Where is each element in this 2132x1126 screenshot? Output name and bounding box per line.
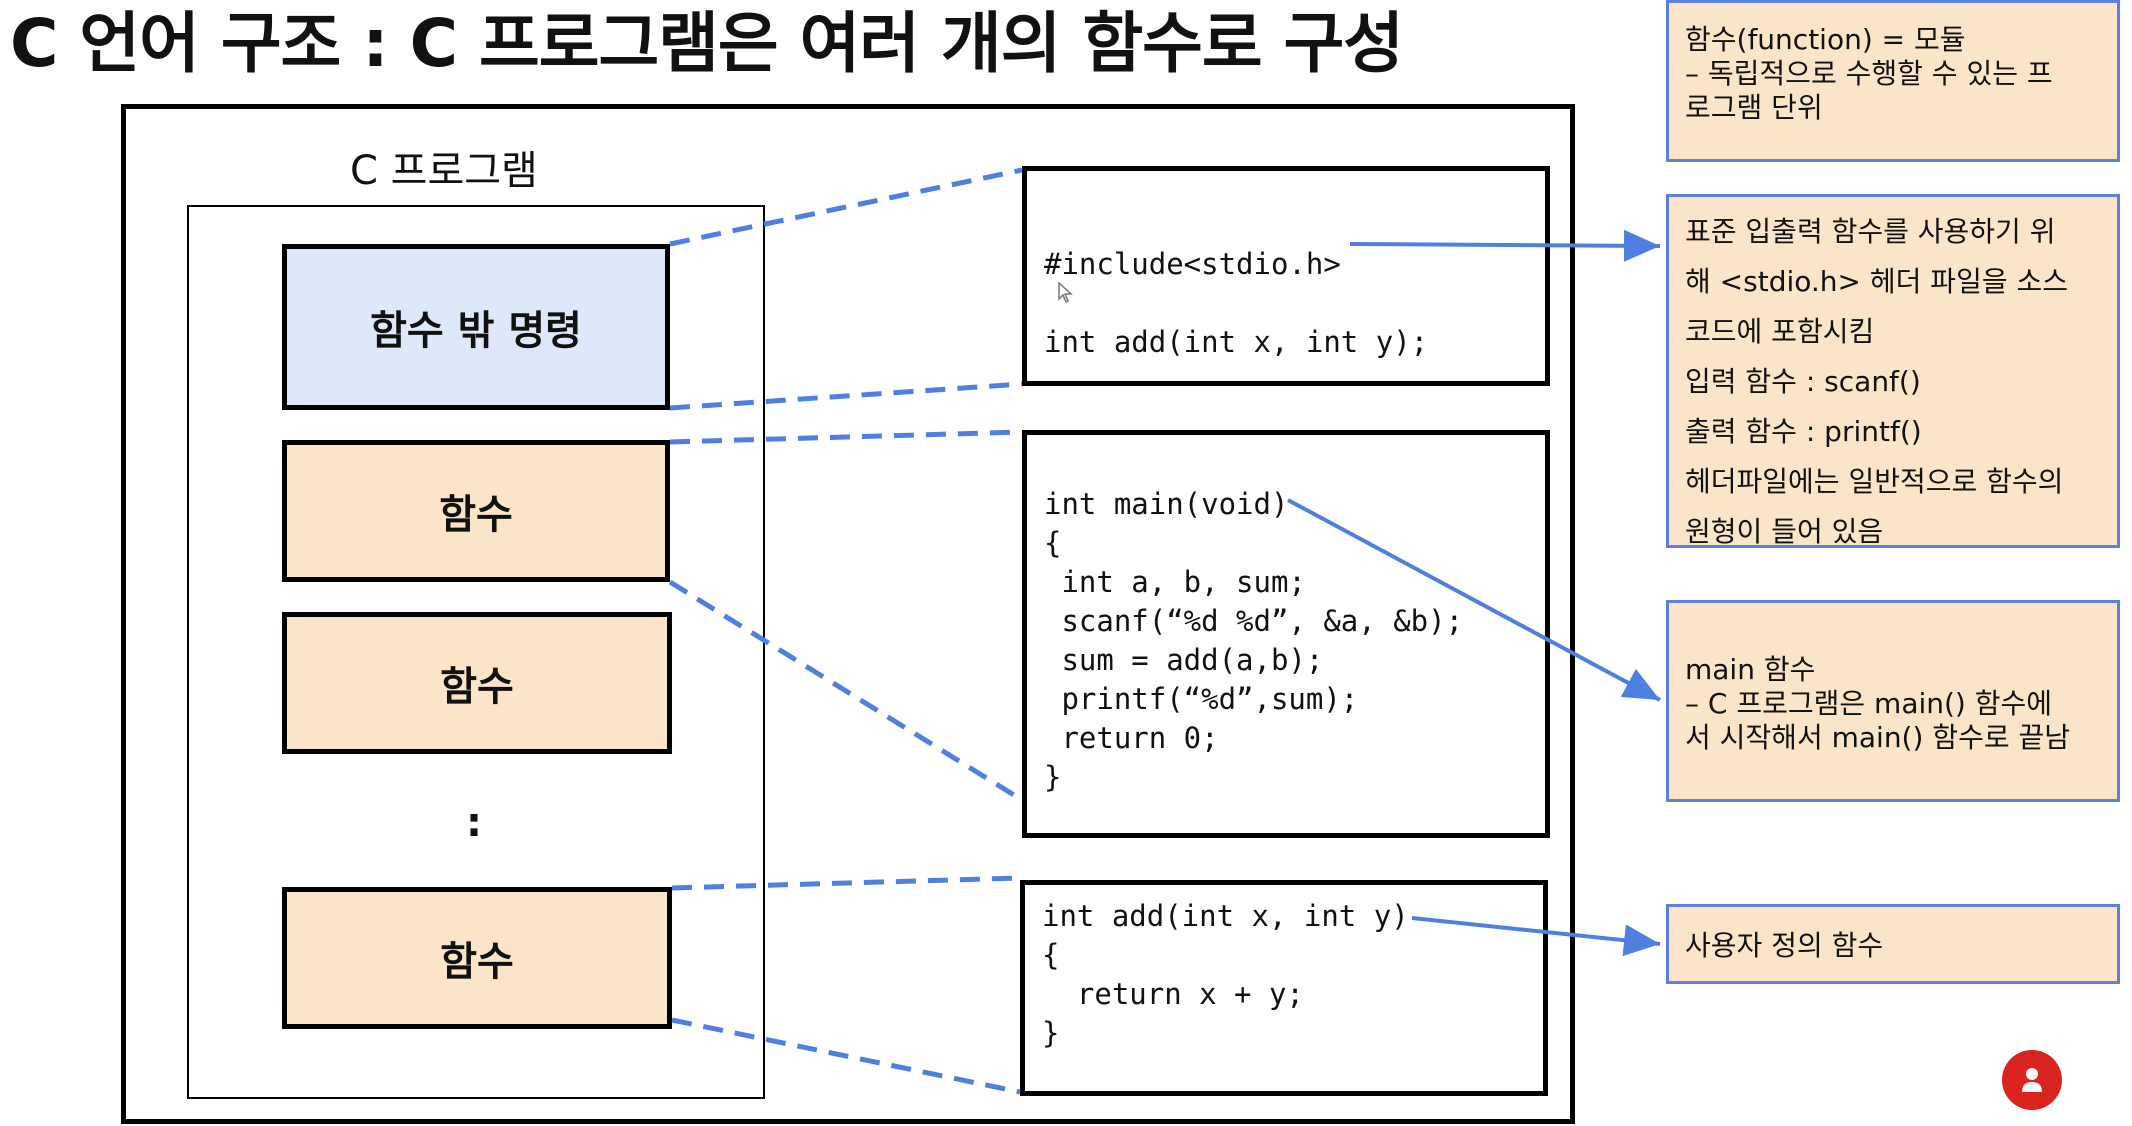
program-label: C 프로그램 <box>350 148 538 194</box>
note-line: 원형이 들어 있음 <box>1685 515 1884 548</box>
note-user-function: 사용자 정의 함수 <box>1666 904 2120 984</box>
note-stdio: 표준 입출력 함수를 사용하기 위 해 <stdio.h> 헤더 파일을 소스 … <box>1666 194 2120 548</box>
note-line: 함수(function) = 모듈 <box>1685 23 1966 56</box>
mouse-cursor-icon <box>1058 281 1074 310</box>
note-line: 해 <stdio.h> 헤더 파일을 소스 <box>1685 265 2069 298</box>
note-line: – C 프로그램은 main() 함수에 <box>1685 687 2053 720</box>
note-line: 입력 함수 : scanf() <box>1685 365 1921 398</box>
code-main: int main(void) { int a, b, sum; scanf(“%… <box>1044 487 1464 794</box>
code-box-add: int add(int x, int y) { return x + y; } <box>1020 880 1548 1096</box>
note-line: 서 시작해서 main() 함수로 끝남 <box>1685 721 2071 754</box>
note-line: 로그램 단위 <box>1685 91 1823 124</box>
block-outside-function: 함수 밖 명령 <box>282 244 670 410</box>
note-line: 표준 입출력 함수를 사용하기 위 <box>1685 215 2056 248</box>
note-main-function: main 함수 – C 프로그램은 main() 함수에 서 시작해서 main… <box>1666 600 2120 802</box>
note-line: – 독립적으로 수행할 수 있는 프 <box>1685 57 2053 90</box>
code-box-header: #include<stdio.h> int add(int x, int y); <box>1022 166 1550 386</box>
note-line: 헤더파일에는 일반적으로 함수의 <box>1685 465 2064 498</box>
block-function-1: 함수 <box>282 440 670 582</box>
code-header: #include<stdio.h> int add(int x, int y); <box>1044 247 1429 359</box>
block-function-2: 함수 <box>282 612 672 754</box>
note-line: 사용자 정의 함수 <box>1685 929 1884 962</box>
ellipsis: : <box>466 800 482 846</box>
note-line: 코드에 포함시킴 <box>1685 315 1875 348</box>
block-function-3: 함수 <box>282 887 672 1029</box>
presenter-avatar-icon[interactable] <box>2002 1050 2062 1110</box>
code-add: int add(int x, int y) { return x + y; } <box>1042 899 1409 1050</box>
note-line: main 함수 <box>1685 653 1816 686</box>
note-module: 함수(function) = 모듈 – 독립적으로 수행할 수 있는 프 로그램… <box>1666 0 2120 162</box>
page-title: C 언어 구조 : C 프로그램은 여러 개의 함수로 구성 <box>10 5 1404 82</box>
note-line: 출력 함수 : printf() <box>1685 415 1922 448</box>
code-box-main: int main(void) { int a, b, sum; scanf(“%… <box>1022 430 1550 838</box>
